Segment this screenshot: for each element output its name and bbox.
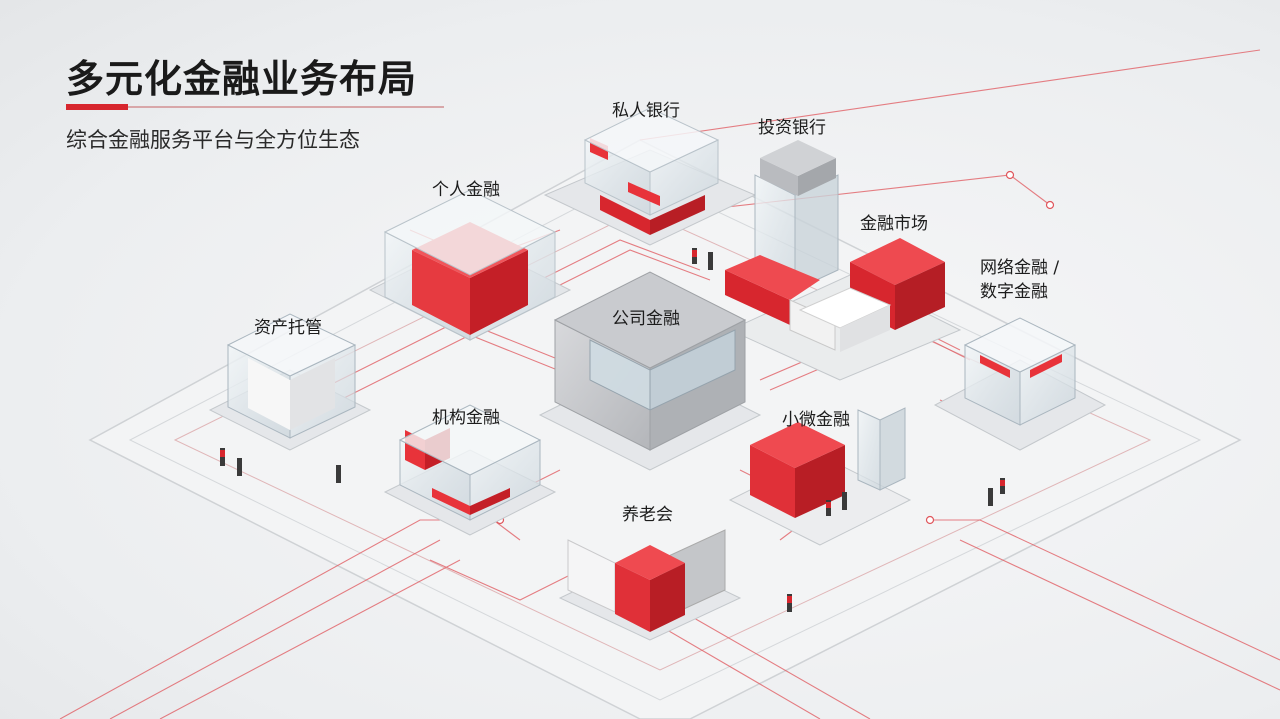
label-investment-banking: 投资银行 <box>758 118 826 138</box>
label-digital-finance: 网络金融 / 数字金融 <box>980 256 1059 304</box>
label-private-banking: 私人银行 <box>612 101 680 121</box>
corporate-finance-building <box>538 271 762 471</box>
label-small-micro-finance: 小微金融 <box>782 410 850 430</box>
title-divider <box>66 106 444 108</box>
label-personal-finance: 个人金融 <box>432 180 500 200</box>
people-figures <box>220 248 1005 612</box>
page-title: 多元化金融业务布局 <box>66 57 418 101</box>
asset-custody-building <box>208 313 372 451</box>
label-corporate-finance: 公司金融 <box>612 309 680 329</box>
digital-finance-building <box>933 317 1107 451</box>
label-pension: 养老会 <box>622 505 673 525</box>
label-digital-finance-line1: 网络金融 / <box>980 258 1060 278</box>
label-digital-finance-line2: 数字金融 <box>980 282 1048 302</box>
pension-building <box>558 529 742 641</box>
label-institutional-finance: 机构金融 <box>432 408 500 428</box>
title-accent-bar <box>66 104 128 110</box>
personal-finance-building <box>368 189 572 341</box>
small-micro-finance-building <box>728 407 912 546</box>
private-banking-building <box>543 107 757 246</box>
financial-markets-building <box>725 238 962 381</box>
institutional-finance-building <box>383 404 557 536</box>
label-asset-custody: 资产托管 <box>254 318 322 338</box>
label-financial-markets: 金融市场 <box>860 214 928 234</box>
page-subtitle: 综合金融服务平台与全方位生态 <box>66 128 360 152</box>
